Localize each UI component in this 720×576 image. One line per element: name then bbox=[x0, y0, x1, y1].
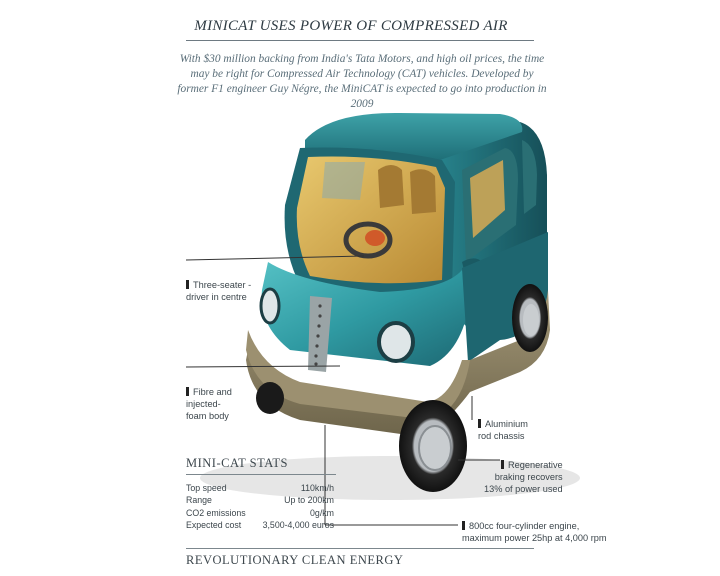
callout-marker bbox=[186, 387, 189, 396]
callout-leaders bbox=[185, 255, 500, 526]
quarter-window bbox=[522, 140, 537, 214]
stat-label: CO2 emissions bbox=[186, 507, 246, 518]
footer-heading: REVOLUTIONARY CLEAN ENERGY bbox=[186, 553, 404, 567]
callout-body: Fibre and injected- foam body bbox=[186, 386, 232, 422]
stat-row: Expected cost 3,500-4,000 euros bbox=[186, 519, 334, 531]
roof bbox=[305, 112, 523, 160]
callout-engine-text: 800cc four-cylinder engine, maximum powe… bbox=[462, 521, 607, 543]
callout-seating-text: Three-seater - driver in centre bbox=[186, 280, 252, 302]
rear-hubcap bbox=[523, 304, 539, 336]
steering-wheel bbox=[343, 221, 393, 259]
stats-table: Top speed 110km/h Range Up to 200km CO2 em… bbox=[186, 482, 334, 531]
callout-marker bbox=[462, 521, 465, 530]
stat-row: Top speed 110km/h bbox=[186, 482, 334, 494]
stat-row: CO2 emissions 0g/km bbox=[186, 507, 334, 519]
stat-value: Up to 200km bbox=[284, 495, 334, 506]
door-lower bbox=[462, 232, 548, 362]
stat-label: Top speed bbox=[186, 483, 227, 493]
callout-braking: Regenerative braking recovers 13% of pow… bbox=[484, 459, 563, 495]
front-left-wheel bbox=[256, 382, 284, 414]
seat-right bbox=[410, 169, 436, 214]
stat-label: Expected cost bbox=[186, 519, 242, 530]
callout-marker bbox=[478, 419, 481, 428]
callout-engine: 800cc four-cylinder engine, maximum powe… bbox=[462, 520, 607, 544]
stats-divider bbox=[186, 474, 336, 475]
stat-row: Range Up to 200km bbox=[186, 494, 334, 506]
article-title: MINICAT USES POWER OF COMPRESSED AIR bbox=[194, 18, 508, 34]
callout-seating: Three-seater - driver in centre bbox=[186, 279, 251, 303]
callout-marker bbox=[186, 280, 189, 289]
callout-braking-text: Regenerative braking recovers 13% of pow… bbox=[484, 460, 563, 494]
stat-value: 110km/h bbox=[300, 483, 334, 493]
stats-heading: MINI-CAT STATS bbox=[186, 456, 288, 470]
grille-holes bbox=[314, 304, 322, 366]
article-intro: With $30 million backing from India's Ta… bbox=[177, 53, 547, 110]
callout-chassis: Aluminium rod chassis bbox=[478, 418, 528, 442]
seat-left bbox=[378, 165, 404, 208]
title-divider bbox=[186, 40, 534, 41]
steering-hub bbox=[365, 230, 385, 246]
stat-label: Range bbox=[186, 495, 212, 506]
headlight-right bbox=[377, 321, 415, 363]
ground-shadow bbox=[200, 456, 580, 500]
headlight-left bbox=[259, 287, 281, 325]
windscreen-reflection bbox=[322, 162, 365, 200]
callout-chassis-text: Aluminium rod chassis bbox=[478, 419, 528, 441]
front-hubcap bbox=[418, 425, 452, 471]
footer-divider bbox=[186, 548, 534, 549]
front-grille bbox=[308, 296, 332, 372]
stat-value: 0g/km bbox=[310, 507, 334, 518]
callout-body-text: Fibre and injected- foam body bbox=[186, 387, 232, 421]
stat-value: 3,500-4,000 euros bbox=[262, 519, 334, 530]
bumper bbox=[246, 330, 470, 420]
rear-seat-view bbox=[470, 160, 505, 238]
callout-marker bbox=[501, 460, 504, 469]
